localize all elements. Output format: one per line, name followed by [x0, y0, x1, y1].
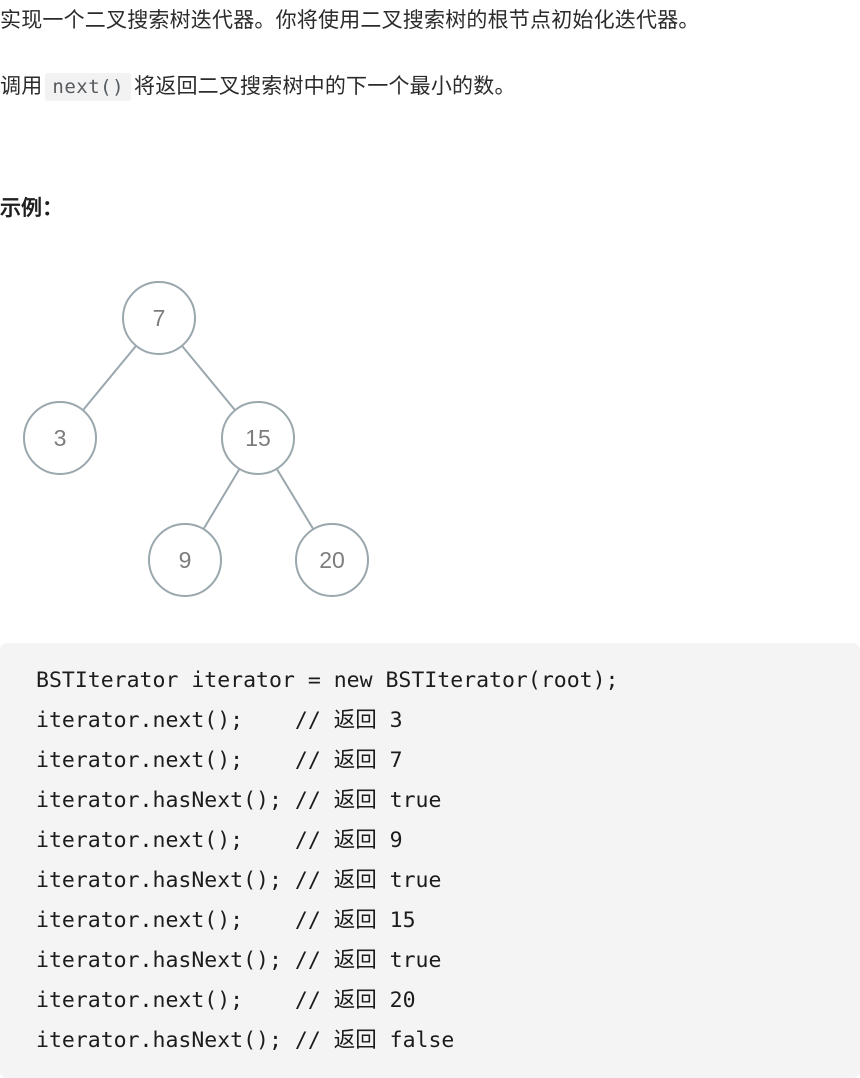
example-code-block: BSTIterator iterator = new BSTIterator(r…	[0, 643, 860, 1078]
tree-node-3: 3	[23, 401, 97, 475]
tree-edge-root-n3	[82, 345, 137, 411]
tree-node-group: 7 3 15 9 20	[23, 281, 369, 597]
tree-node-label: 3	[54, 425, 67, 451]
tree-node-20: 20	[295, 523, 369, 597]
tree-svg: 7 3 15 9 20	[23, 281, 369, 597]
tree-node-7: 7	[122, 281, 196, 355]
code-line: iterator.next(); // 返回 9	[36, 828, 403, 853]
binary-search-tree-diagram: 7 3 15 9 20	[0, 262, 420, 612]
tree-node-circle	[148, 523, 222, 597]
tree-node-circle	[23, 401, 97, 475]
tree-node-15: 15	[221, 401, 295, 475]
code-line: iterator.hasNext(); // 返回 true	[36, 868, 442, 893]
tree-edge-n15-n20	[275, 468, 315, 530]
tree-node-label: 7	[153, 305, 166, 331]
tree-node-label: 15	[245, 425, 271, 451]
code-line: iterator.hasNext(); // 返回 true	[36, 788, 442, 813]
tree-node-circle	[221, 401, 295, 475]
tree-node-circle	[122, 281, 196, 355]
tree-node-label: 20	[319, 547, 345, 573]
tree-edge-root-n15	[181, 345, 236, 411]
tree-node-label: 9	[179, 547, 192, 573]
tree-edge-group	[82, 345, 315, 530]
next-call-suffix: 将返回二叉搜索树中的下一个最小的数。	[134, 75, 516, 98]
code-line: BSTIterator iterator = new BSTIterator(r…	[36, 668, 619, 693]
code-line: iterator.next(); // 返回 7	[36, 748, 403, 773]
code-line: iterator.next(); // 返回 20	[36, 988, 416, 1013]
code-line: iterator.hasNext(); // 返回 false	[36, 1028, 455, 1053]
inline-code-next: next()	[45, 73, 132, 101]
code-lines-container: BSTIterator iterator = new BSTIterator(r…	[36, 661, 860, 1061]
code-line: iterator.next(); // 返回 15	[36, 908, 416, 933]
next-call-prefix: 调用	[0, 75, 43, 98]
tree-node-circle	[295, 523, 369, 597]
tree-edge-n15-n9	[202, 468, 241, 530]
example-heading: 示例：	[0, 197, 63, 220]
intro-paragraph: 实现一个二叉搜索树迭代器。你将使用二叉搜索树的根节点初始化迭代器。	[0, 6, 860, 36]
code-line: iterator.next(); // 返回 3	[36, 708, 403, 733]
code-line: iterator.hasNext(); // 返回 true	[36, 948, 442, 973]
intro-paragraph-text: 实现一个二叉搜索树迭代器。你将使用二叉搜索树的根节点初始化迭代器。	[0, 9, 700, 32]
tree-node-9: 9	[148, 523, 222, 597]
